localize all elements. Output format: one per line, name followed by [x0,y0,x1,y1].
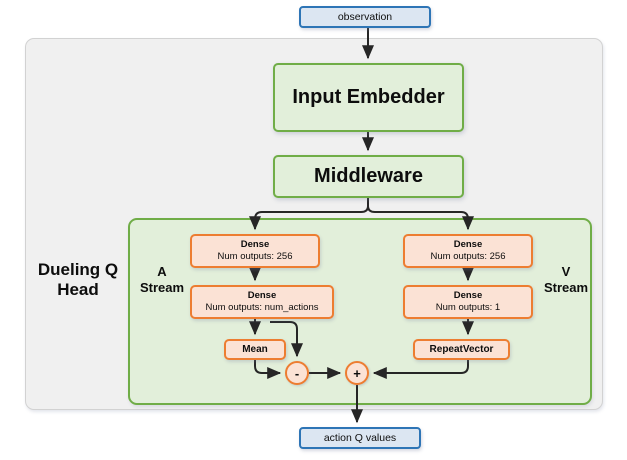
v-stream-dense-2-node[interactable]: Dense Num outputs: 1 [403,285,533,319]
a-stream-dense-1-name: Dense [240,239,270,251]
v-stream-dense-2-name: Dense [453,290,483,302]
a-stream-dense-1-detail: Num outputs: 256 [217,251,293,262]
dueling-q-head-title: Dueling Q Head [32,248,124,312]
a-stream-label-line2: Stream [139,280,185,295]
a-stream-dense-1-node[interactable]: Dense Num outputs: 256 [190,234,320,268]
output-action-q-values-node[interactable]: action Q values [299,427,421,449]
a-stream-label-text: A Stream [140,264,184,295]
input-observation-label: observation [337,11,393,23]
input-observation-node[interactable]: observation [299,6,431,28]
a-stream-dense-2-node[interactable]: Dense Num outputs: num_actions [190,285,334,319]
v-stream-label-line2: Stream [543,280,589,295]
add-operator-node[interactable]: + [345,361,369,385]
add-operator-symbol: + [353,365,361,381]
subtract-operator-node[interactable]: - [285,361,309,385]
v-stream-label: V Stream [538,258,594,302]
input-embedder-label: Input Embedder [292,86,445,108]
a-stream-dense-2-name: Dense [247,290,277,302]
mean-label: Mean [242,344,268,355]
input-embedder-node[interactable]: Input Embedder [273,63,464,132]
a-stream-dense-2-detail: Num outputs: num_actions [205,302,319,313]
repeat-vector-node[interactable]: RepeatVector [413,339,510,360]
v-stream-label-line1: V [561,264,571,280]
middleware-node[interactable]: Middleware [273,155,464,198]
v-stream-dense-1-name: Dense [453,239,483,251]
v-stream-label-text: V Stream [544,264,588,295]
a-stream-label: A Stream [136,258,188,302]
v-stream-dense-1-detail: Num outputs: 256 [430,251,506,262]
mean-node[interactable]: Mean [224,339,286,360]
repeat-vector-label: RepeatVector [429,344,494,355]
v-stream-dense-1-node[interactable]: Dense Num outputs: 256 [403,234,533,268]
dueling-q-head-title-text: Dueling Q Head [37,259,119,299]
middleware-label: Middleware [314,165,423,187]
v-stream-dense-2-detail: Num outputs: 1 [435,302,501,313]
subtract-operator-symbol: - [294,365,300,381]
a-stream-label-line1: A [157,264,167,280]
output-action-q-values-label: action Q values [323,432,397,444]
